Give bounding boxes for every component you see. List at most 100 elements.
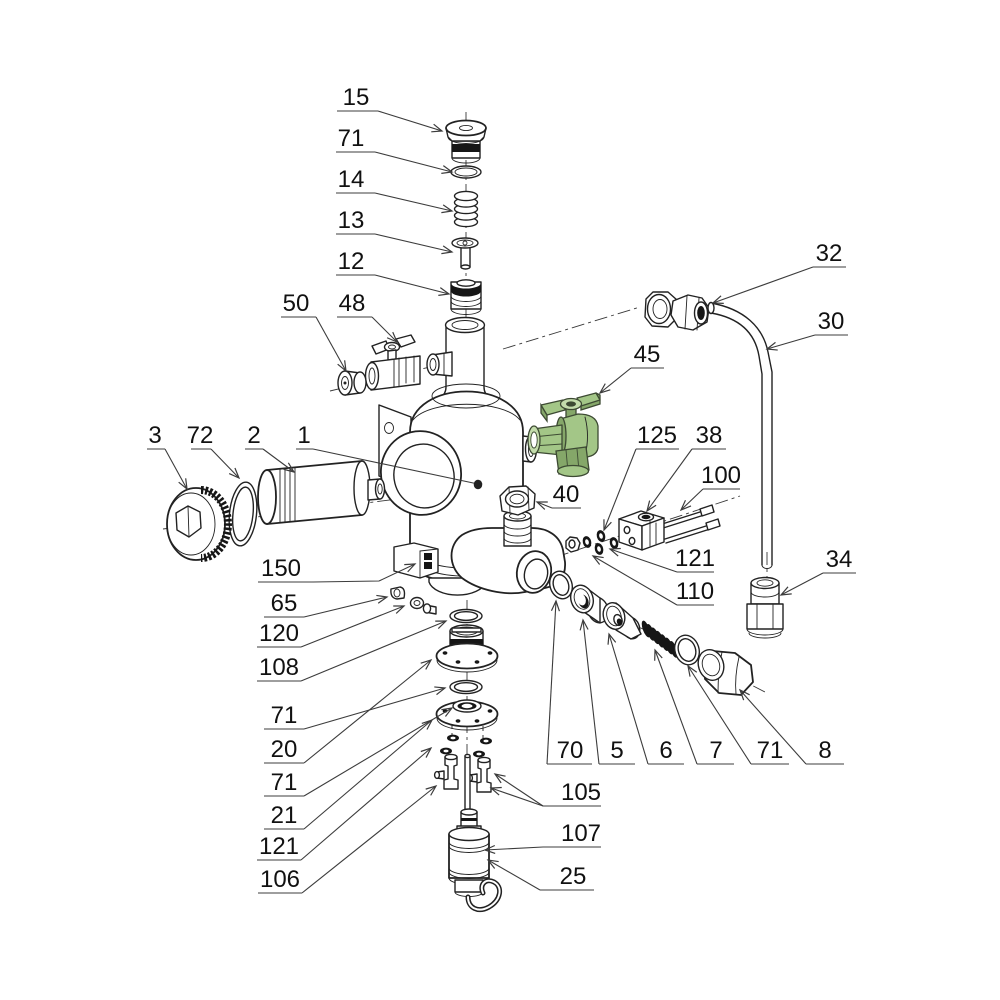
- part-108-oring: [449, 608, 483, 624]
- part-40-hex-nut: [499, 485, 536, 516]
- part-3-end-cap: [166, 486, 232, 562]
- part-71-oring-right: [673, 634, 701, 666]
- part-8-hex-plug: [697, 649, 754, 696]
- part-label-21: 21: [271, 802, 298, 829]
- part-72-oring: [228, 481, 258, 547]
- leader-line-121: [300, 746, 433, 861]
- leader-line-3: [164, 448, 188, 491]
- part-label-3: 3: [148, 422, 161, 449]
- part-label-13: 13: [338, 207, 365, 234]
- part-label-30: 30: [818, 308, 845, 335]
- part-label-8: 8: [818, 737, 831, 764]
- leader-line-65: [303, 594, 389, 618]
- part-label-34: 34: [826, 546, 853, 573]
- leader-line-21: [303, 718, 434, 830]
- part-label-106: 106: [260, 866, 300, 893]
- leader-line-34: [779, 572, 824, 596]
- leader-line-106: [301, 784, 438, 894]
- leader-line-100: [679, 488, 704, 512]
- part-label-1: 1: [297, 422, 310, 449]
- leader-line-72: [210, 448, 241, 480]
- part-label-5: 5: [610, 737, 623, 764]
- leader-line-108: [300, 620, 448, 682]
- leader-line-8: [738, 688, 807, 765]
- part-label-50: 50: [283, 290, 310, 317]
- part-label-6: 6: [659, 737, 672, 764]
- part-label-2: 2: [247, 422, 260, 449]
- leader-line-121: [608, 547, 678, 573]
- part-label-71: 71: [271, 702, 298, 729]
- leader-line-110: [591, 555, 678, 606]
- part-110-nut: [565, 536, 581, 553]
- leader-line-40: [535, 501, 553, 510]
- part-48-mini-ball-valve: [364, 334, 421, 391]
- part-70-oring: [548, 570, 574, 600]
- part-32-elbow-fitting: [644, 291, 710, 331]
- part-label-70: 70: [557, 737, 584, 764]
- leader-line-38: [646, 448, 693, 513]
- leader-line-105: [489, 786, 544, 807]
- leader-line-107: [483, 844, 544, 855]
- part-label-45: 45: [634, 341, 661, 368]
- part-label-7: 7: [709, 737, 722, 764]
- part-label-105: 105: [561, 779, 601, 806]
- part-label-65: 65: [271, 590, 298, 617]
- part-14-spring: [453, 190, 479, 228]
- part-label-20: 20: [271, 736, 298, 763]
- part-65-clamp: [390, 586, 406, 600]
- leader-line-1: [312, 448, 483, 489]
- part-20-flange: [435, 624, 499, 673]
- part-1-reference-dot: [473, 480, 483, 490]
- leader-line-14: [374, 192, 454, 214]
- leader-line-12: [374, 274, 451, 296]
- part-71-oring-top: [450, 165, 482, 179]
- part-label-110: 110: [676, 578, 714, 605]
- part-label-121: 121: [675, 545, 715, 572]
- part-label-107: 107: [561, 820, 601, 847]
- part-2-filter-cartridge: [257, 460, 386, 525]
- part-50-plug: [337, 370, 367, 396]
- washer-cluster-121-125: [582, 530, 619, 555]
- part-120-screw: [409, 596, 437, 615]
- part-106-bolt: [433, 753, 459, 790]
- part-38-block: [618, 510, 665, 551]
- part-12-bushing: [450, 279, 482, 315]
- leader-line-120: [300, 605, 406, 648]
- part-71-oring-bottom: [449, 679, 483, 695]
- part-label-125: 125: [637, 422, 677, 449]
- part-label-108: 108: [259, 654, 299, 681]
- part-label-12: 12: [338, 248, 365, 275]
- leader-line-13: [374, 233, 454, 255]
- leader-line-2: [262, 448, 296, 473]
- part-label-150: 150: [261, 555, 301, 582]
- part-label-48: 48: [339, 290, 366, 317]
- outlet-elbow: [450, 510, 566, 595]
- leader-line-48: [371, 316, 399, 344]
- part-15-cap: [445, 119, 487, 164]
- leader-line-30: [765, 334, 816, 351]
- part-150-bracket: [393, 542, 439, 579]
- part-label-100: 100: [701, 462, 741, 489]
- leader-line-6: [607, 632, 649, 765]
- leader-line-20: [303, 658, 433, 764]
- leader-line-15: [377, 110, 444, 133]
- part-45-shutoff-valve-green: [527, 392, 601, 478]
- leader-line-45: [598, 367, 632, 395]
- part-21-flange: [435, 699, 499, 731]
- part-7-spring: [641, 620, 678, 658]
- part-label-71: 71: [271, 769, 298, 796]
- part-label-32: 32: [816, 240, 843, 267]
- part-121-washers: [440, 734, 492, 758]
- part-107-solenoid: [448, 808, 503, 913]
- part-label-38: 38: [696, 422, 723, 449]
- part-100-bolts: [658, 504, 721, 544]
- part-label-121: 121: [259, 833, 299, 860]
- leader-line-125: [603, 448, 637, 532]
- part-label-25: 25: [560, 863, 587, 890]
- part-6-valve-cone: [602, 602, 642, 640]
- part-13-poppet: [451, 237, 479, 270]
- leader-line-7: [654, 648, 698, 765]
